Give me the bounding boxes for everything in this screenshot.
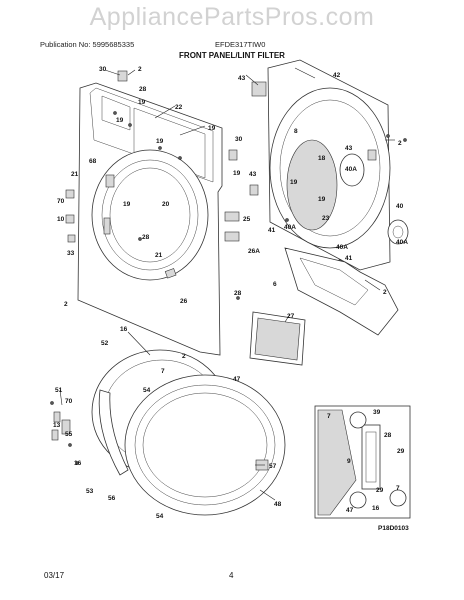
callout: 9: [347, 458, 351, 465]
callout: 20: [162, 201, 170, 208]
callout: 26: [180, 298, 188, 305]
callout: 41: [268, 227, 276, 234]
callout: 41: [345, 255, 353, 262]
callout: 26A: [248, 248, 260, 255]
callout: 7: [161, 368, 165, 375]
callout: 10: [57, 216, 65, 223]
callout: 2: [398, 140, 402, 147]
callout: 19: [208, 125, 216, 132]
callout: 28: [142, 234, 150, 241]
callout: 19: [116, 117, 124, 124]
door-assembly: [50, 349, 286, 516]
callout: 47: [233, 376, 241, 383]
callout: 54: [143, 387, 151, 394]
page-title: FRONT PANEL/LINT FILTER: [179, 51, 285, 60]
callout: 40A: [345, 166, 357, 173]
callout: 40A: [284, 224, 296, 231]
callout: 43: [249, 171, 257, 178]
callout: 53: [86, 488, 94, 495]
callout: 19: [233, 170, 241, 177]
callout: 28: [384, 432, 392, 439]
model-number: EFDE317TIW0: [215, 40, 266, 49]
callout: 29: [376, 487, 384, 494]
callout: 28: [234, 290, 242, 297]
callout: 48: [274, 501, 282, 508]
callout: 43: [238, 75, 246, 82]
callout: 7: [327, 413, 331, 420]
callout: 33: [67, 250, 75, 257]
callout: 23: [322, 215, 330, 222]
callout: 52: [101, 340, 109, 347]
callout: 2: [64, 301, 68, 308]
callout: 18: [318, 155, 326, 162]
callout: 2: [383, 289, 387, 296]
callout: 21: [71, 171, 79, 178]
callout: 55: [65, 431, 73, 438]
callout: 70: [57, 198, 65, 205]
callout: 70: [65, 398, 73, 405]
publication-number: Publication No: 5995685335: [40, 40, 135, 49]
page-number: 4: [229, 571, 234, 580]
leader-lines: [59, 67, 395, 501]
callout: 40: [396, 203, 404, 210]
callout: 21: [155, 252, 163, 259]
callout: 30: [99, 66, 107, 73]
callout: 22: [175, 104, 183, 111]
callout: 56: [108, 495, 116, 502]
callout: 47: [346, 507, 354, 514]
watermark-text: AppliancePartsPros.com: [89, 3, 375, 31]
callout: 27: [287, 313, 295, 320]
lint-filter-housing: [284, 247, 399, 336]
callout: 19: [290, 179, 298, 186]
callout: 19: [318, 196, 326, 203]
callout: 16: [74, 460, 82, 467]
callout: 13: [53, 422, 61, 429]
callout: 54: [156, 513, 164, 520]
callout: 2: [138, 66, 142, 73]
callout: 29: [397, 448, 405, 455]
callout: 42: [333, 72, 341, 79]
callout: 19: [138, 99, 146, 106]
callout: 51: [55, 387, 63, 394]
callout: 25: [243, 216, 251, 223]
callout: 2: [182, 353, 186, 360]
lint-filter: [249, 311, 306, 366]
callout-labels: 30 2 28 19 22 19 19 30 19 68 21 70 10 19…: [53, 66, 409, 532]
front-panel: [65, 70, 240, 356]
callout: 40A: [396, 239, 408, 246]
callout: 43: [345, 145, 353, 152]
callout: 68: [89, 158, 97, 165]
callout: 8: [294, 128, 298, 135]
callout: 19: [123, 201, 131, 208]
callout: 19: [156, 138, 164, 145]
callout: 40A: [336, 244, 348, 251]
footer-date: 03/17: [44, 571, 65, 580]
door-latch-inset: [314, 405, 411, 519]
callout: 16: [120, 326, 128, 333]
callout: 30: [235, 136, 243, 143]
figure-code: P18D0103: [378, 525, 409, 532]
callout: 6: [273, 281, 277, 288]
callout: 39: [373, 409, 381, 416]
callout: 28: [139, 86, 147, 93]
bulkhead-assembly: [249, 59, 409, 271]
callout: 7: [396, 485, 400, 492]
callout: 16: [372, 505, 380, 512]
callout: 57: [269, 463, 277, 470]
